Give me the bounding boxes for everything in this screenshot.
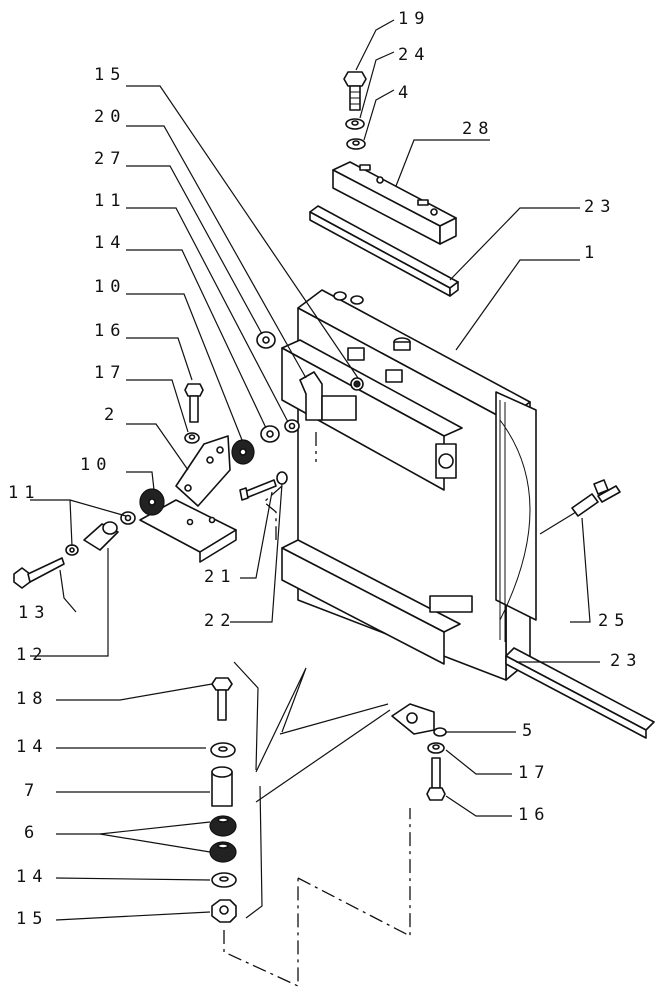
washer-11-lower-b xyxy=(65,544,79,556)
callout-18: 18 xyxy=(16,689,48,709)
washer-17-upper xyxy=(184,432,200,444)
washer-11-upper xyxy=(284,419,300,433)
callout-10-mid: 10 xyxy=(80,455,112,475)
callout-16-bottom: 16 xyxy=(518,805,550,825)
callouts: 19 24 4 28 15 20 23 27 1 11 14 10 16 17 … xyxy=(8,9,642,929)
washer-17-lower xyxy=(427,742,445,754)
bolt-21 xyxy=(239,479,277,501)
spacer-27 xyxy=(256,331,276,349)
callout-14-bottom: 14 xyxy=(16,867,48,887)
callout-14-top: 14 xyxy=(94,233,126,253)
seal-strip-23-upper xyxy=(309,205,459,297)
support-plate xyxy=(139,499,237,563)
callout-27: 27 xyxy=(94,149,126,169)
callout-15-bottom: 15 xyxy=(16,909,48,929)
bracket-20 xyxy=(299,371,357,421)
washer-11-lower-a xyxy=(120,511,136,525)
callout-23-lower: 23 xyxy=(610,651,642,671)
callout-13: 13 xyxy=(18,603,50,623)
callout-12: 12 xyxy=(16,645,48,665)
callout-10-top: 10 xyxy=(94,277,126,297)
bolt-16-lower xyxy=(426,757,446,801)
mount-6-b xyxy=(209,841,237,863)
callout-24: 24 xyxy=(398,45,430,65)
callout-5: 5 xyxy=(522,721,538,741)
bolt-13 xyxy=(13,557,65,589)
callout-25: 25 xyxy=(598,611,630,631)
callout-19: 19 xyxy=(398,9,430,29)
callout-16-top: 16 xyxy=(94,321,126,341)
leader-lines xyxy=(30,19,600,921)
bolt-19 xyxy=(343,71,367,111)
callout-11-mid: 11 xyxy=(8,483,40,503)
nut-15-upper xyxy=(350,377,364,391)
radiator-1 xyxy=(281,289,537,681)
sleeve-12 xyxy=(83,521,119,551)
callout-1: 1 xyxy=(584,243,600,263)
spacer-7 xyxy=(211,766,233,807)
bolt-16-upper xyxy=(184,383,204,423)
mount-6-a xyxy=(209,815,237,837)
callout-15-top: 15 xyxy=(94,65,126,85)
assembly-lines xyxy=(223,432,411,988)
callout-28: 28 xyxy=(462,119,494,139)
washer-14-lower-b xyxy=(211,872,237,888)
callout-14-mid: 14 xyxy=(16,737,48,757)
bracket-28 xyxy=(332,161,457,245)
washer-14-lower-a xyxy=(210,742,236,758)
washer-14-upper xyxy=(260,425,280,443)
bracket-2 xyxy=(175,435,231,507)
washer-22 xyxy=(276,471,288,485)
callout-17-top: 17 xyxy=(94,363,126,383)
mount-10-upper xyxy=(231,439,255,465)
drain-valve-25 xyxy=(539,479,621,535)
callout-20: 20 xyxy=(94,107,126,127)
callout-6: 6 xyxy=(24,823,40,843)
mount-10-lower xyxy=(139,488,165,516)
callout-4: 4 xyxy=(398,83,414,103)
washer-5-ring xyxy=(433,727,447,737)
bolt-18 xyxy=(211,677,233,721)
callout-11-top: 11 xyxy=(94,191,126,211)
callout-7: 7 xyxy=(24,781,40,801)
nut-15-lower xyxy=(211,899,237,923)
callout-21: 21 xyxy=(204,567,236,587)
seal-strip-23-lower xyxy=(505,647,655,739)
callout-17-bottom: 17 xyxy=(518,763,550,783)
washer-24 xyxy=(345,118,365,130)
callout-22: 22 xyxy=(204,611,236,631)
callout-23-upper: 23 xyxy=(584,197,616,217)
callout-2: 2 xyxy=(104,405,120,425)
mount-plate-5 xyxy=(391,703,435,735)
washer-4 xyxy=(346,138,366,150)
